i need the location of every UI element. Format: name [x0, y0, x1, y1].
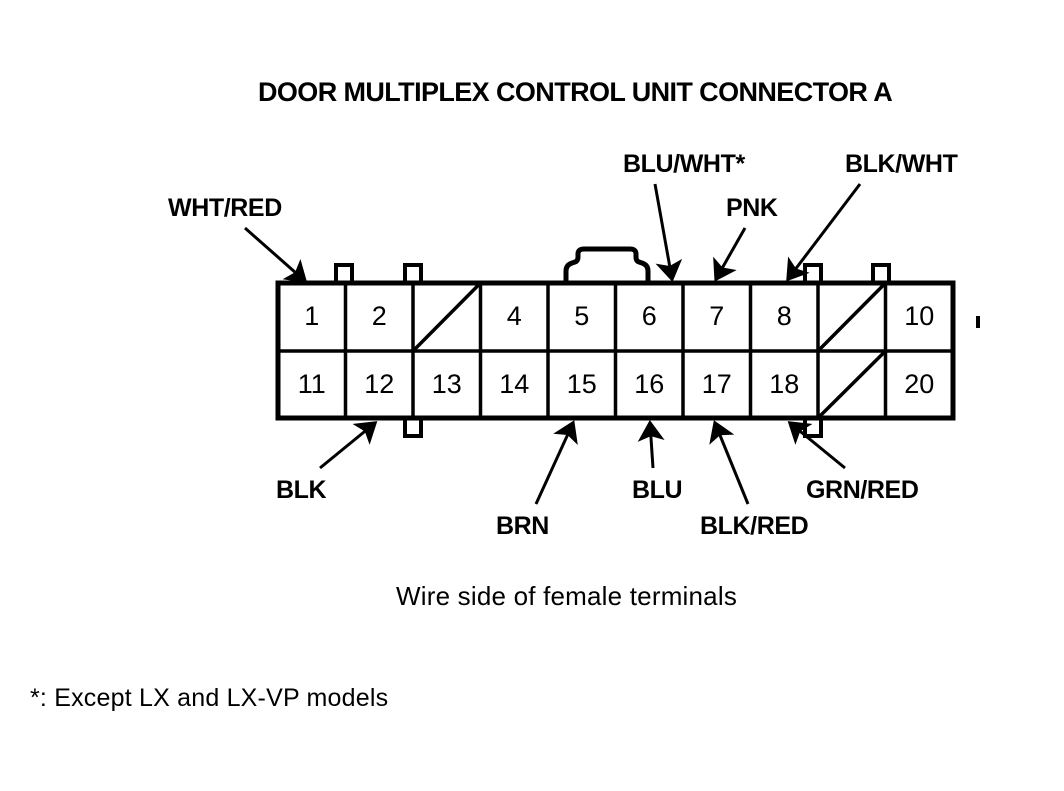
terminal-cell-8: 8	[776, 301, 792, 331]
wire-label-blk: BLK	[276, 476, 327, 504]
terminal-cell-7: 7	[709, 301, 725, 331]
wire-label-pnk: PNK	[726, 194, 778, 222]
terminal-cell-1: 1	[304, 301, 320, 331]
wire-label-blu-wht: BLU/WHT*	[623, 150, 745, 178]
center-latch-lug	[563, 246, 651, 283]
terminal-cell-18: 18	[769, 369, 800, 399]
wire-label-blk-red: BLK/RED	[700, 512, 809, 540]
wire-label-brn: BRN	[496, 512, 549, 540]
bottom-mounting-tabs	[403, 418, 823, 438]
terminal-cell-2: 2	[371, 301, 387, 331]
terminal-cell-12: 12	[364, 369, 395, 399]
terminal-cell-4: 4	[506, 301, 522, 331]
blank-cell-diagonals	[411, 281, 887, 420]
leader-arrows-top	[244, 183, 862, 283]
terminal-cell-16: 16	[634, 369, 665, 399]
terminal-cell-10: 10	[904, 301, 935, 331]
terminal-cell-15: 15	[566, 369, 597, 399]
wire-label-blk-wht: BLK/WHT	[845, 150, 958, 178]
top-mounting-tabs	[334, 263, 891, 283]
terminal-cell-5: 5	[574, 301, 590, 331]
terminal-cell-11: 11	[297, 369, 326, 399]
terminal-cell-20: 20	[904, 369, 935, 399]
terminal-cell-14: 14	[499, 369, 530, 399]
page-title: DOOR MULTIPLEX CONTROL UNIT CONNECTOR A	[258, 77, 893, 107]
diagram-caption: Wire side of female terminals	[396, 581, 738, 611]
wire-label-grn-red: GRN/RED	[806, 476, 919, 504]
terminal-cell-6: 6	[641, 301, 657, 331]
footnote-text: *: Except LX and LX-VP models	[30, 684, 389, 712]
terminal-cell-17: 17	[701, 369, 732, 399]
wire-label-wht-red: WHT/RED	[168, 194, 282, 222]
terminal-cell-13: 13	[431, 369, 462, 399]
print-artifact-mark	[976, 316, 980, 328]
leader-arrows-bottom	[319, 420, 846, 505]
wire-label-blu: BLU	[632, 476, 683, 504]
